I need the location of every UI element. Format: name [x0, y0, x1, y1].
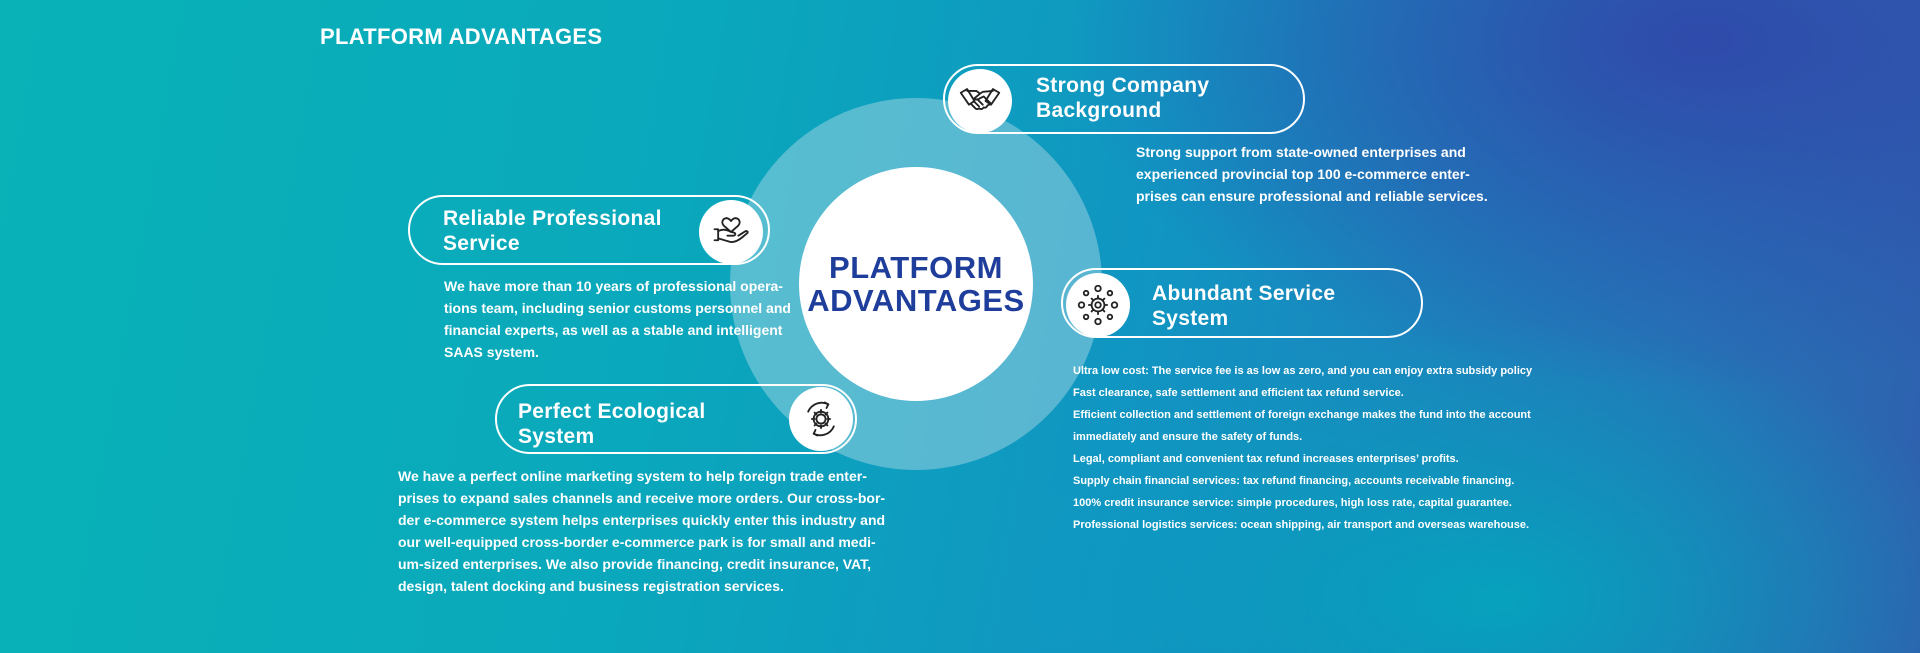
center-title-line2: ADVANTAGES: [807, 283, 1025, 318]
abundant-service-list: Ultra low cost: The service fee is as lo…: [1073, 360, 1553, 536]
center-circle: PLATFORM ADVANTAGES: [799, 167, 1033, 401]
list-item: 100% credit insurance service: simple pr…: [1073, 497, 1512, 509]
gear-cycle-icon: [789, 387, 853, 451]
list-item: Legal, compliant and convenient tax refu…: [1073, 453, 1459, 465]
strong-company-description: Strong support from state-owned enterpri…: [1136, 144, 1488, 204]
hands-heart-icon: [699, 200, 763, 264]
page-title: PLATFORM ADVANTAGES: [320, 24, 603, 49]
perfect-ecological-description: We have a perfect online marketing syste…: [398, 468, 886, 594]
list-item: Ultra low cost: The service fee is as lo…: [1073, 365, 1533, 377]
strong-company-pill[interactable]: [943, 64, 1305, 134]
handshake-icon: [948, 69, 1012, 133]
perfect-ecological-title: Perfect Ecological System: [518, 400, 706, 448]
perfect-ecological-pill[interactable]: [495, 384, 857, 454]
abundant-service-title: Abundant Service System: [1152, 282, 1336, 330]
reliable-service-pill[interactable]: [408, 195, 770, 265]
abundant-service-pill[interactable]: [1061, 268, 1423, 338]
reliable-service-description: We have more than 10 years of profession…: [444, 278, 791, 360]
list-item: Fast clearance, safe settlement and effi…: [1073, 387, 1404, 399]
list-item: Efficient collection and settlement of f…: [1073, 409, 1531, 421]
list-item: Supply chain financial services: tax ref…: [1073, 475, 1515, 487]
list-item: immediately and ensure the safety of fun…: [1073, 431, 1303, 443]
network-gear-icon: [1066, 273, 1130, 337]
list-item: Professional logistics services: ocean s…: [1073, 519, 1530, 531]
reliable-service-title: Reliable Professional Service: [443, 207, 662, 255]
strong-company-title: Strong Company Background: [1036, 74, 1210, 122]
center-title-line1: PLATFORM: [829, 250, 1003, 285]
